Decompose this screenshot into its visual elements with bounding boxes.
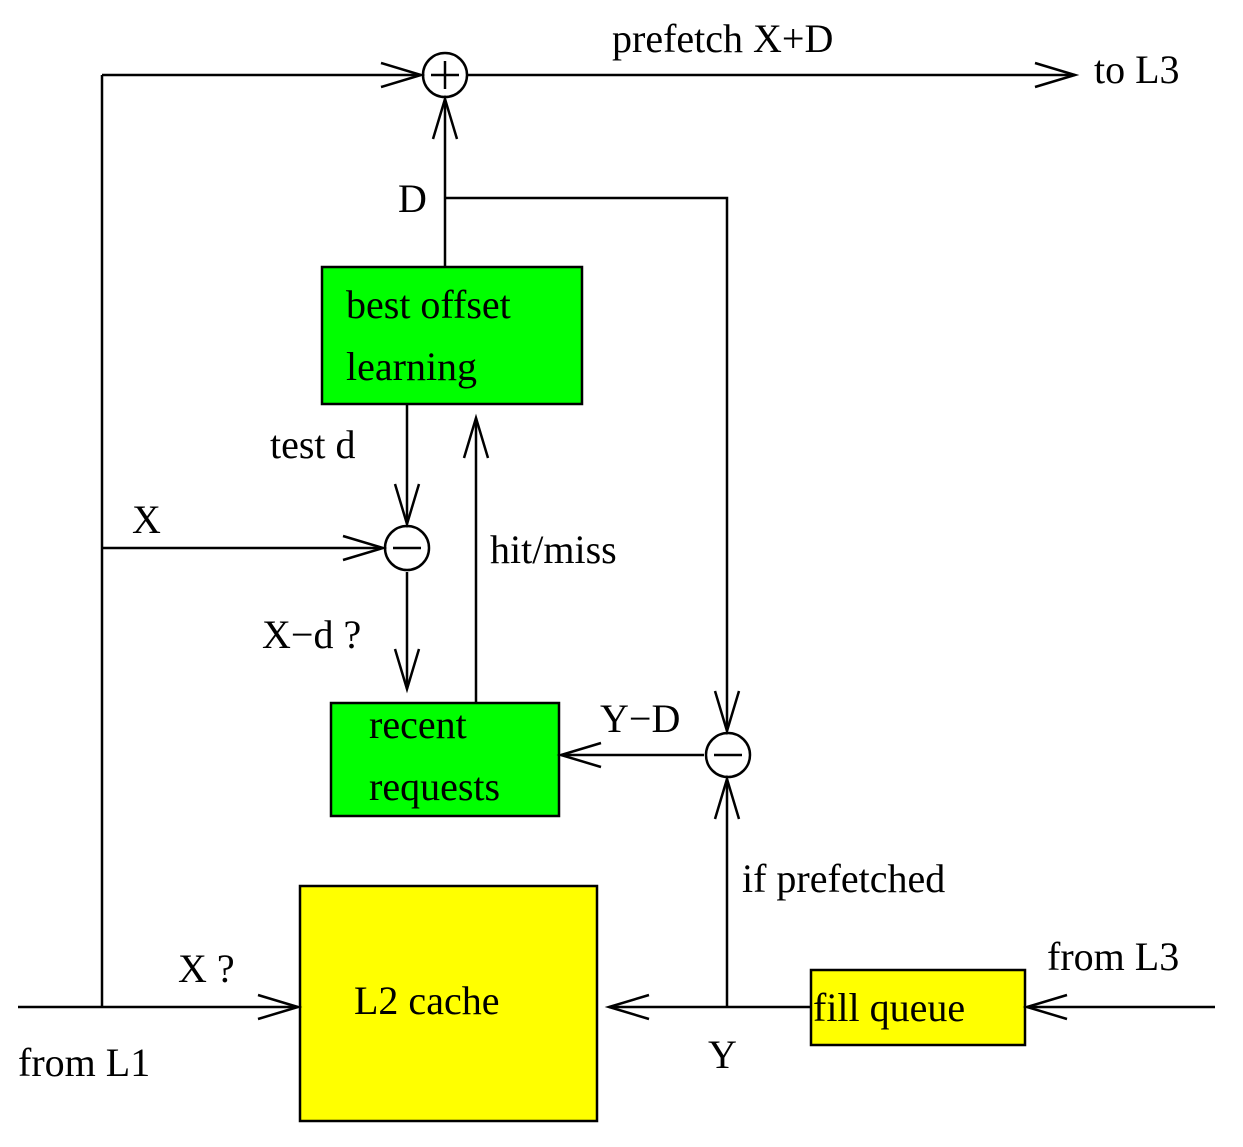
l2-cache-label: L2 cache bbox=[354, 978, 499, 1023]
x-subtractor-arrow-head bbox=[342, 534, 388, 562]
best-offset-label-line2: learning bbox=[346, 344, 477, 389]
x-minus-d-label: X−d ? bbox=[262, 612, 361, 657]
adder-d-arrow-head bbox=[431, 94, 459, 140]
recent-requests-input-arrow-head bbox=[393, 648, 421, 694]
recent-requests-label-line2: requests bbox=[369, 764, 500, 809]
if-prefetched-arrow-head bbox=[713, 774, 741, 820]
adder-circle bbox=[421, 51, 469, 99]
from-l1-label: from L1 bbox=[18, 1040, 150, 1085]
l2-input-arrow-head bbox=[257, 993, 303, 1021]
if-prefetched-label: if prefetched bbox=[742, 856, 945, 901]
to-l3-label: to L3 bbox=[1094, 47, 1180, 92]
x-label: X bbox=[132, 497, 161, 542]
best-offset-learning-box bbox=[320, 265, 584, 406]
hit-miss-label: hit/miss bbox=[490, 527, 617, 572]
recent-requests-label-line1: recent bbox=[369, 702, 467, 747]
test-d-arrow-head bbox=[393, 483, 421, 529]
best-offset-label-line1: best offset bbox=[346, 282, 511, 327]
fill-queue-label: fill queue bbox=[813, 985, 965, 1030]
l2-fill-arrow-head bbox=[604, 993, 650, 1021]
recent-requests-box bbox=[329, 701, 561, 818]
prefetch-label: prefetch X+D bbox=[612, 16, 833, 61]
l2-cache-box bbox=[298, 884, 599, 1123]
test-d-label: test d bbox=[270, 422, 356, 467]
fill-queue-arrow-head bbox=[1022, 993, 1068, 1021]
y-subtractor-d-arrow-head bbox=[713, 690, 741, 736]
d-label: D bbox=[398, 176, 427, 221]
d-to-y-subtractor-wire bbox=[445, 196, 729, 731]
to-l3-arrow-head bbox=[1034, 61, 1080, 89]
recent-requests-y-arrow-head bbox=[556, 741, 602, 769]
y-minus-d-label: Y−D bbox=[600, 696, 680, 741]
y-label: Y bbox=[708, 1032, 737, 1077]
hit-miss-arrow-head bbox=[462, 413, 490, 459]
from-l3-label: from L3 bbox=[1047, 934, 1179, 979]
adder-input-arrow-head bbox=[380, 61, 426, 89]
x-query-label: X ? bbox=[178, 946, 235, 991]
subtractor-circle-x bbox=[383, 524, 431, 572]
subtractor-circle-y bbox=[704, 731, 752, 779]
